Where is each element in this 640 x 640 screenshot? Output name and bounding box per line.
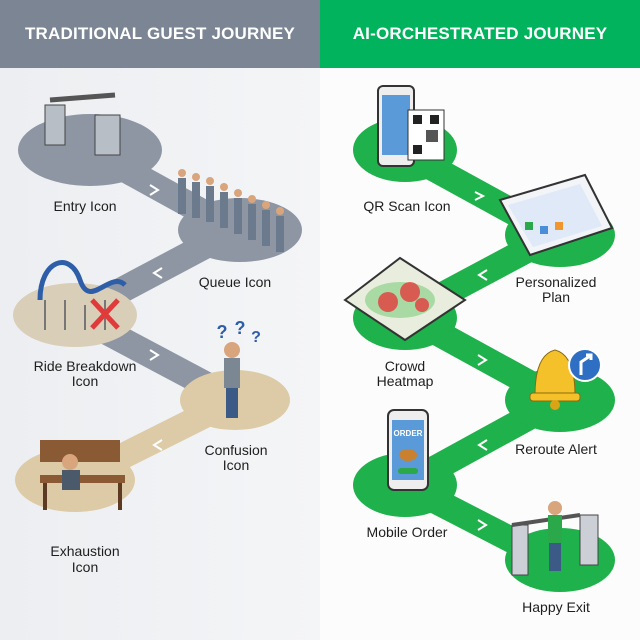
question-mark-icon: ? bbox=[217, 322, 228, 342]
step-label-mobile-order: Mobile Order bbox=[367, 524, 448, 540]
order-screen-label: ORDER bbox=[394, 429, 423, 438]
step-label-entry: Entry Icon bbox=[53, 198, 116, 214]
chevron-icon bbox=[152, 267, 163, 279]
step-label-confusion: Confusion bbox=[204, 442, 267, 458]
crowd-heatmap-icon bbox=[343, 256, 467, 342]
tired-person-bench-icon bbox=[40, 440, 125, 510]
traditional-journey-header: TRADITIONAL GUEST JOURNEY bbox=[0, 0, 320, 68]
queue-people-icon bbox=[178, 169, 284, 252]
chevron-icon bbox=[477, 269, 488, 281]
step-label-qr-scan: QR Scan Icon bbox=[363, 198, 450, 214]
entry-node bbox=[18, 114, 162, 186]
reroute-arrow-icon bbox=[568, 348, 602, 382]
step-label-personalized: Personalized bbox=[516, 274, 597, 290]
question-mark-icon: ? bbox=[235, 318, 246, 338]
chevron-icon bbox=[152, 439, 163, 451]
qr-scan-icon bbox=[377, 85, 445, 167]
chevron-icon bbox=[477, 354, 488, 366]
turnstile-icon bbox=[44, 92, 121, 156]
chevron-icon bbox=[477, 519, 488, 531]
step-label-queue: Queue Icon bbox=[199, 274, 271, 290]
step-label-crowd: Crowd bbox=[385, 358, 425, 374]
chevron-icon bbox=[149, 184, 160, 196]
step-label-happy-exit: Happy Exit bbox=[522, 599, 590, 615]
reroute-bell-icon bbox=[529, 348, 602, 410]
step-label-exhaustion-2: Icon bbox=[72, 559, 98, 575]
ride-node bbox=[13, 283, 137, 347]
chevron-icon bbox=[477, 439, 488, 451]
step-label-ride-breakdown: Ride Breakdown bbox=[34, 358, 137, 374]
chevron-icon bbox=[149, 349, 160, 361]
step-label-confusion-2: Icon bbox=[223, 457, 249, 473]
mobile-order-icon: ORDER bbox=[387, 409, 429, 491]
step-label-reroute-alert: Reroute Alert bbox=[515, 441, 597, 457]
ai-journey-header: AI-ORCHESTRATED JOURNEY bbox=[320, 0, 640, 68]
step-label-ride-breakdown-2: Icon bbox=[72, 373, 98, 389]
confused-person-icon: ? ? ? bbox=[217, 318, 261, 418]
happy-exit-turnstile-icon bbox=[511, 501, 599, 576]
broken-rollercoaster-icon bbox=[37, 260, 127, 330]
step-label-plan: Plan bbox=[542, 289, 570, 305]
burger-icon bbox=[399, 449, 417, 461]
chevron-icon bbox=[474, 191, 486, 201]
question-mark-icon: ? bbox=[251, 329, 261, 346]
step-label-exhaustion: Exhaustion bbox=[50, 543, 119, 559]
step-label-heatmap: Heatmap bbox=[377, 373, 434, 389]
tablet-plan-icon bbox=[498, 173, 614, 257]
